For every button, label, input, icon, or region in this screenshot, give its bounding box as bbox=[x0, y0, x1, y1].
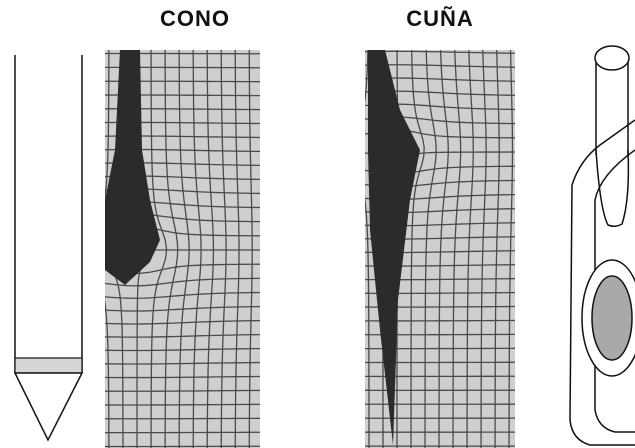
grid-line-vertical bbox=[263, 40, 265, 448]
grid-line-vertical bbox=[84, 40, 95, 448]
cone-deformation-photo bbox=[84, 40, 271, 448]
bit-shank-top bbox=[595, 46, 629, 70]
bit-shank-neck bbox=[596, 150, 628, 226]
grid-line-horizontal bbox=[95, 418, 270, 419]
grid-line-horizontal bbox=[95, 404, 270, 405]
bit-insert bbox=[592, 276, 632, 360]
wedge-deformation-photo bbox=[345, 38, 526, 448]
wedge-bit-drawing bbox=[570, 46, 635, 445]
cone-band bbox=[15, 358, 82, 373]
grid-line-vertical bbox=[345, 38, 355, 448]
grid-line-vertical bbox=[523, 39, 526, 448]
cone-tip bbox=[15, 373, 82, 440]
cone-penetrator-drawing bbox=[15, 55, 82, 440]
grid-line-horizontal bbox=[354, 38, 524, 40]
